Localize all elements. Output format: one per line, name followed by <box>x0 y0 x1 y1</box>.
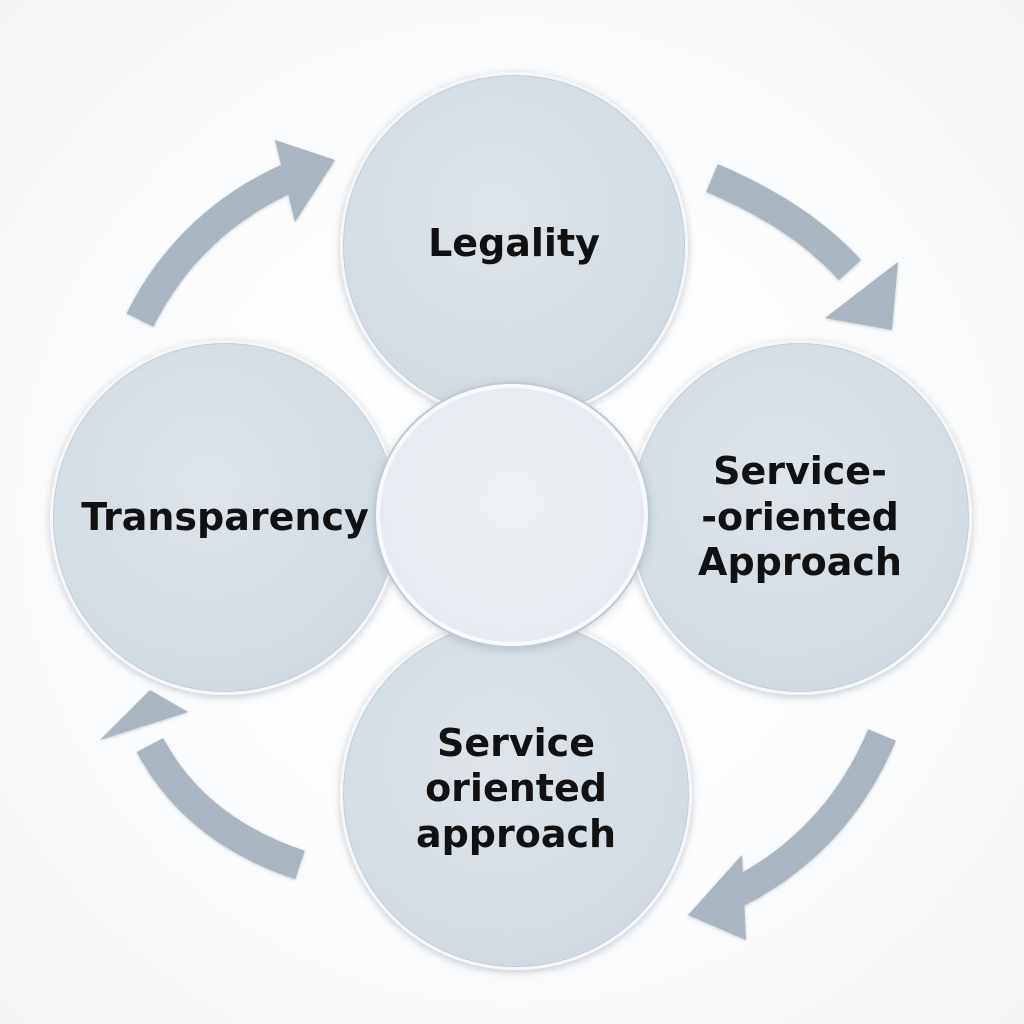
node-service-oriented-approach-right: Service- -oriented Approach <box>628 340 972 695</box>
node-label: Service- -oriented Approach <box>698 449 902 585</box>
node-label: Legality <box>428 221 600 266</box>
center-hub <box>376 384 648 646</box>
node-service-oriented-approach-bottom: Service oriented approach <box>340 618 692 970</box>
arrow-right-to-bottom <box>688 729 896 940</box>
node-label: Service oriented approach <box>415 720 617 856</box>
arrow-bottom-to-left <box>100 690 305 880</box>
node-legality: Legality <box>340 72 688 420</box>
arrow-left-to-top <box>126 140 335 327</box>
node-label: Transparency <box>81 494 369 539</box>
node-transparency: Transparency <box>50 340 400 695</box>
arrow-top-to-right <box>706 164 898 330</box>
